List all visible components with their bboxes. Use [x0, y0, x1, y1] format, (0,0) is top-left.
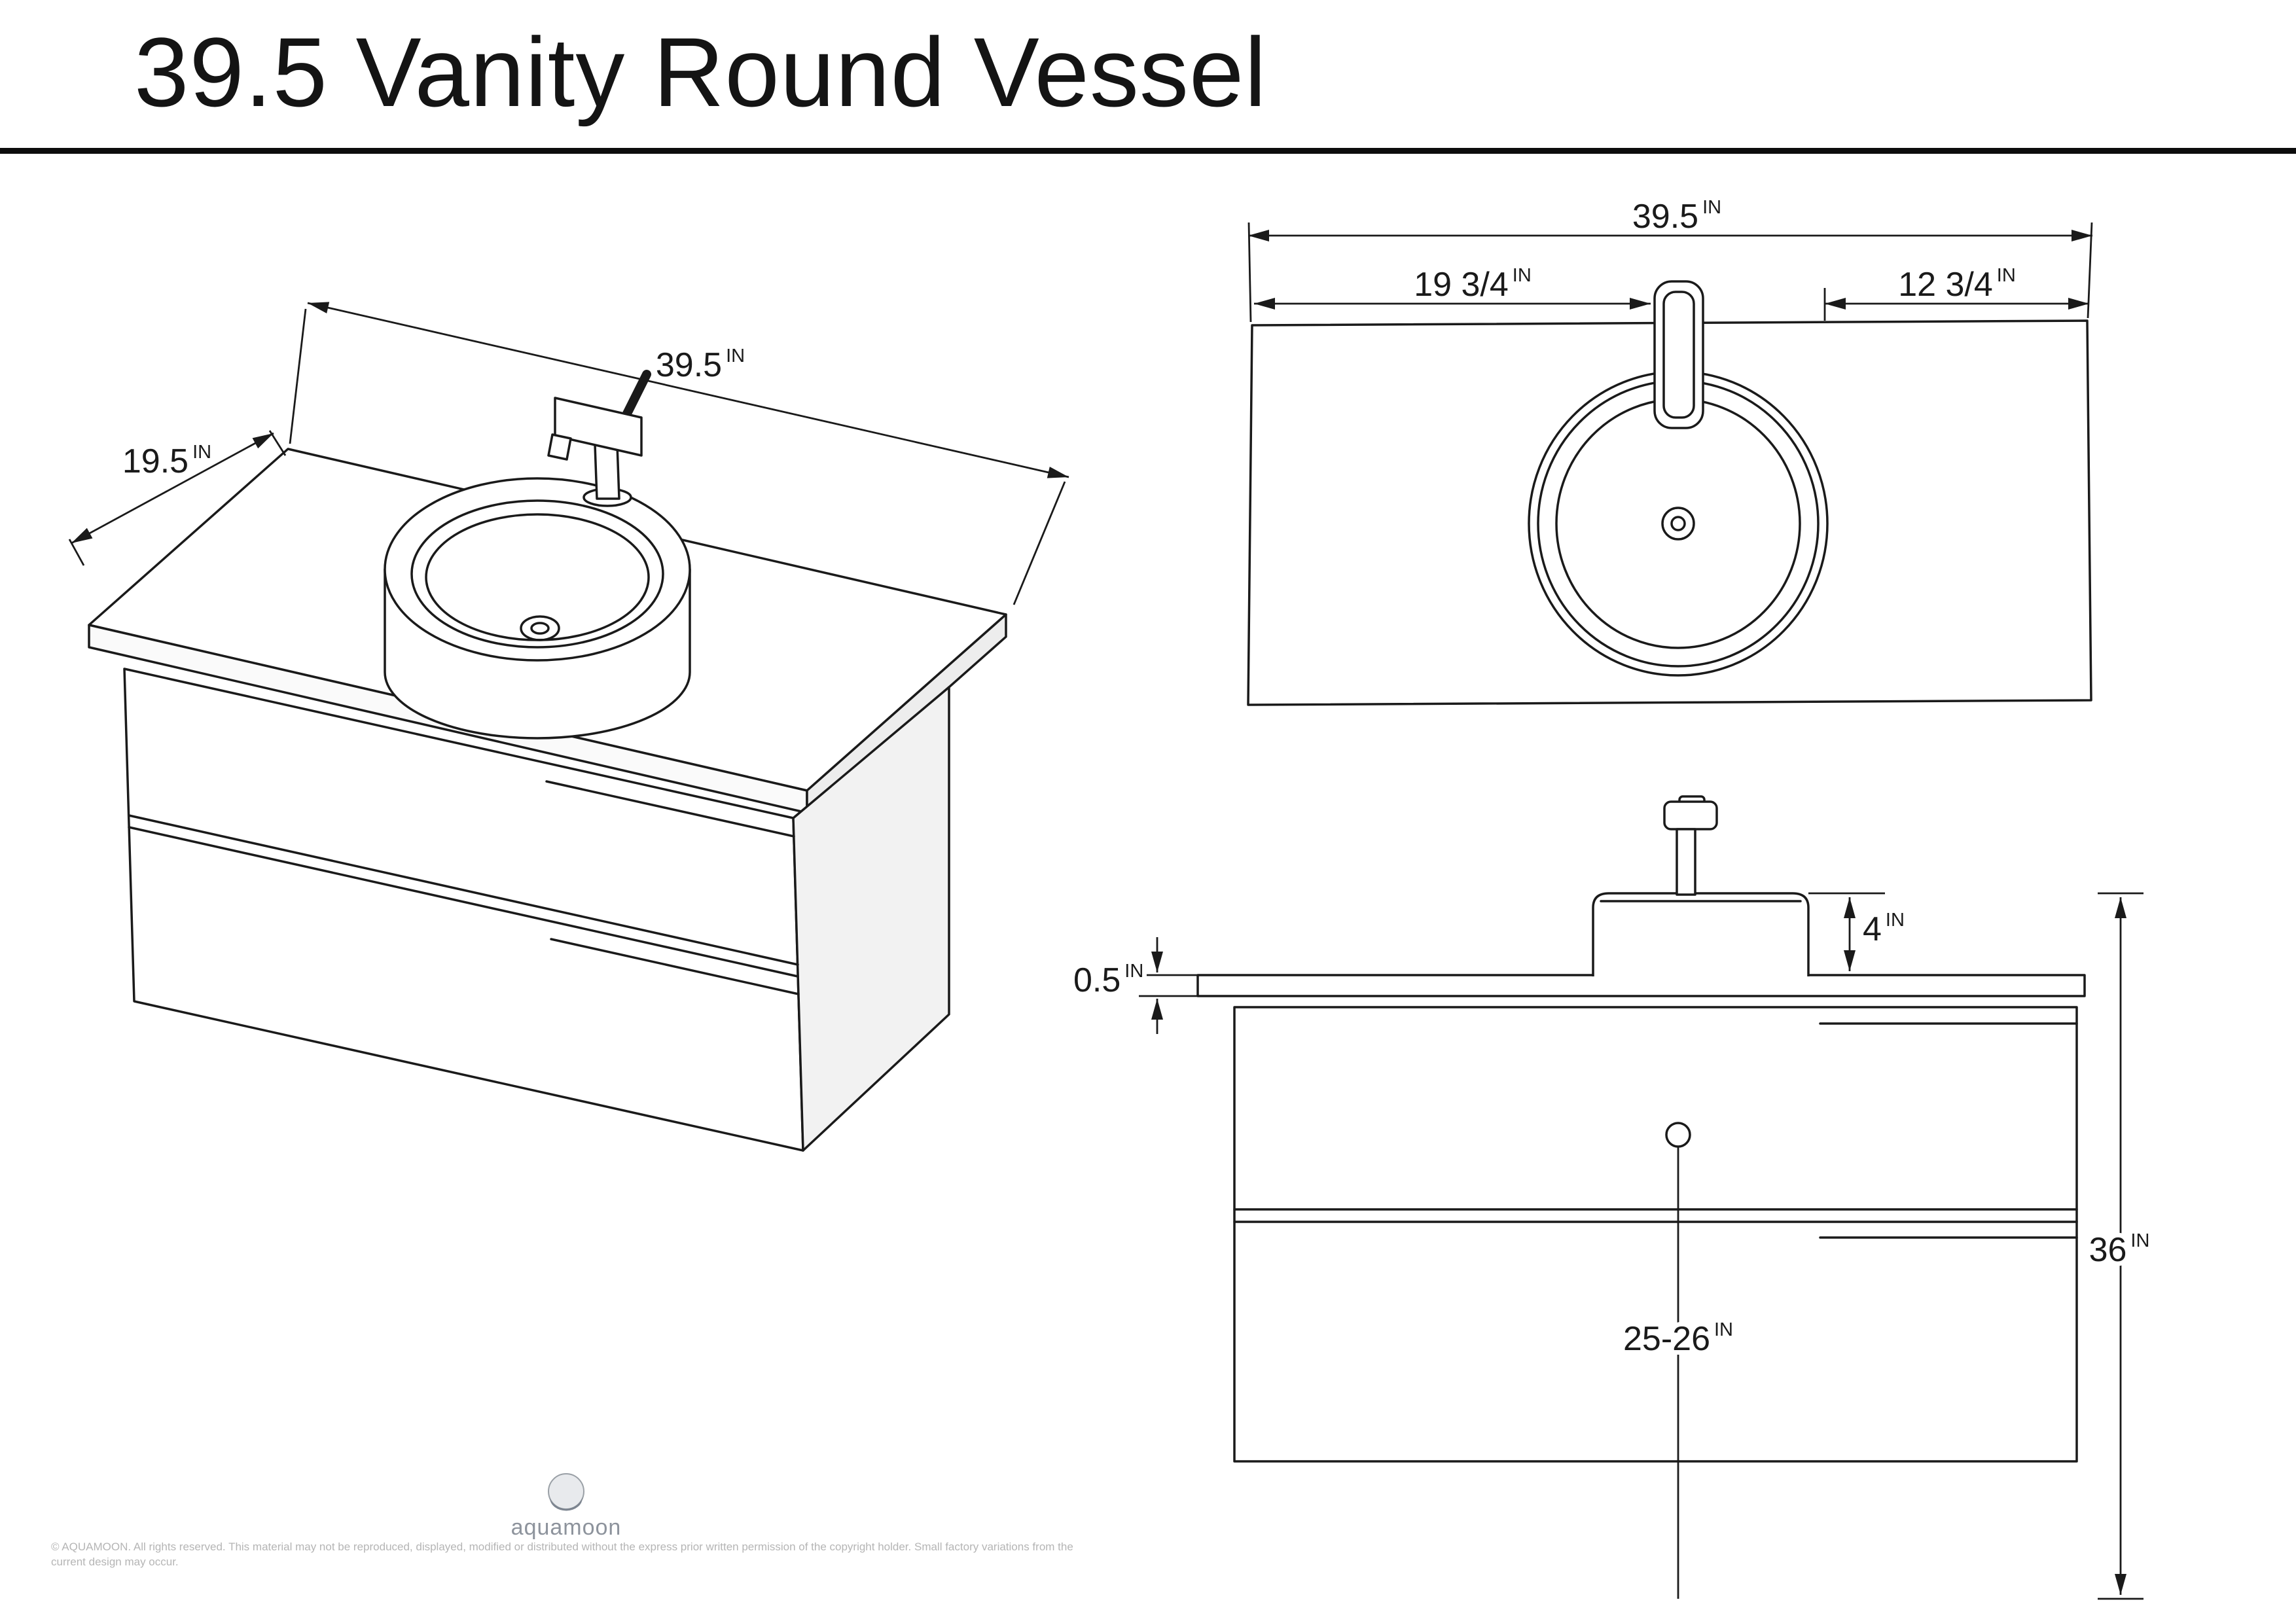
title-divider	[0, 148, 2296, 154]
vessel-rim-inner	[410, 499, 664, 649]
countertop-front-view	[1139, 974, 2086, 997]
vessel-drain	[1661, 507, 1695, 541]
dim-value: 39.5	[656, 346, 722, 384]
dim-value: 0.5	[1073, 961, 1121, 999]
vessel-body-outline	[384, 568, 691, 740]
dim-unit: IN	[1714, 1319, 1733, 1340]
faucet-head	[1663, 800, 1718, 830]
vessel-sink-top	[1528, 370, 1829, 677]
vessel-drain-center	[530, 622, 550, 635]
dim-unit: IN	[1997, 265, 2016, 286]
dimension-line	[307, 302, 1069, 478]
faucet-outline	[1653, 280, 1704, 429]
faucet-top	[1653, 280, 1704, 429]
vessel-drain-center	[1670, 516, 1686, 531]
dim-value: 4	[1863, 910, 1882, 948]
dim-unit: IN	[1702, 197, 1721, 218]
logo-crescent	[550, 1497, 583, 1511]
faucet-inner-line	[1662, 291, 1695, 419]
page-title: 39.5 Vanity Round Vessel	[134, 17, 1267, 127]
vessel-rim-outer	[384, 477, 691, 662]
faucet-spout-tip	[547, 433, 572, 461]
dim-value: 12 3/4	[1898, 266, 1993, 304]
dim-value: 39.5	[1632, 198, 1698, 236]
brand-logo: aquamoon	[511, 1473, 622, 1540]
vessel-sink-3d	[384, 477, 691, 740]
drawer-handle-line	[545, 780, 795, 838]
copyright-text: © AQUAMOON. All rights reserved. This ma…	[51, 1539, 1164, 1569]
drawer-divider-line	[128, 826, 799, 978]
dim-value: 25-26	[1623, 1320, 1710, 1358]
cabinet-side-face	[792, 686, 950, 1152]
witness-line	[1013, 481, 1066, 605]
dim-unit: IN	[1513, 265, 1532, 286]
brand-name: aquamoon	[511, 1515, 622, 1540]
witness-line	[1247, 222, 1252, 323]
cabinet-front-view	[1233, 1006, 2078, 1463]
faucet-stem	[1676, 828, 1696, 896]
copyright-line: current design may occur.	[51, 1556, 179, 1568]
dimension-line	[71, 432, 274, 544]
dim-unit: IN	[1124, 961, 1143, 982]
dim-value: 36	[2089, 1231, 2127, 1269]
dim-unit: IN	[1886, 910, 1905, 931]
vessel-front	[1592, 892, 1810, 976]
vessel-drain	[520, 615, 560, 641]
aquamoon-logo-icon	[548, 1473, 584, 1511]
dim-unit: IN	[192, 442, 211, 463]
countertop-slab	[1196, 974, 2086, 997]
dim-unit: IN	[726, 346, 745, 366]
dim-value: 19.5	[122, 442, 188, 480]
drawer-divider-line	[128, 814, 799, 966]
dim-unit: IN	[2130, 1230, 2149, 1251]
copyright-line: © AQUAMOON. All rights reserved. This ma…	[51, 1541, 1073, 1553]
witness-line	[289, 308, 307, 444]
dim-value: 19 3/4	[1414, 266, 1509, 304]
cabinet-outline	[1233, 1006, 2078, 1463]
vessel-outline	[1592, 892, 1810, 976]
faucet-front	[1663, 795, 1718, 896]
drawer-handle-line	[550, 938, 800, 995]
